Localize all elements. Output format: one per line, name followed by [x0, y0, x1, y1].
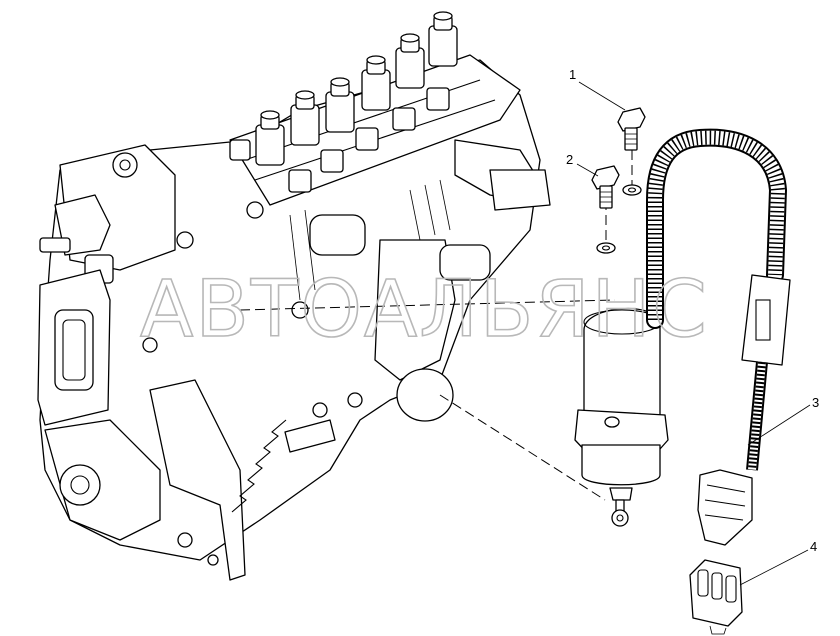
- stop-solenoid: [574, 308, 669, 527]
- callout-3: 3: [747, 395, 819, 446]
- washer-1: [622, 184, 642, 196]
- delivery-valves: [229, 11, 458, 193]
- callout-4: 4: [739, 539, 817, 586]
- callout-1: 1: [569, 67, 626, 111]
- watermark: АВТОАЛЬЯНС: [140, 265, 709, 355]
- bolt-2: [591, 165, 620, 209]
- washer-2: [596, 242, 616, 254]
- callout-2-label: 2: [566, 152, 573, 167]
- callout-3-label: 3: [812, 395, 819, 410]
- callout-2: 2: [566, 152, 599, 177]
- callout-1-label: 1: [569, 67, 576, 82]
- return-spring: [231, 419, 336, 513]
- wire-harness: [646, 128, 791, 546]
- connector: [689, 559, 743, 635]
- callout-4-label: 4: [810, 539, 817, 554]
- bolt-1: [617, 107, 646, 151]
- injection-pump-assembly: [37, 11, 551, 581]
